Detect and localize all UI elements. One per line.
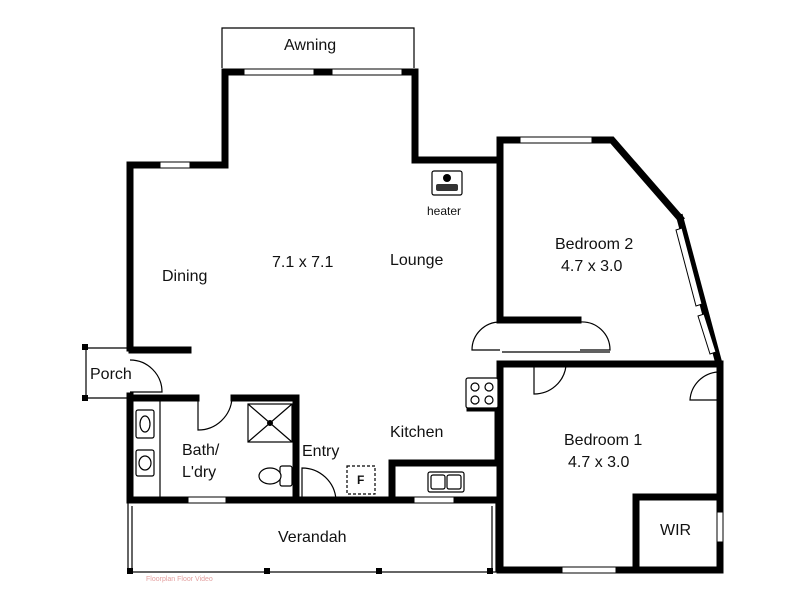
verandah-label: Verandah — [278, 529, 347, 546]
awning-structure — [221, 27, 415, 68]
bath-label-line1: Bath/ — [182, 442, 220, 459]
sink-icon — [427, 471, 465, 493]
exterior-walls — [126, 68, 724, 574]
fridge-label: F — [357, 473, 365, 487]
interior-walls — [128, 156, 722, 572]
bedroom2-label: Bedroom 2 — [555, 236, 634, 253]
fridge-icon — [346, 465, 376, 495]
awning-label: Awning — [284, 37, 337, 54]
bedroom2-size-label: 4.7 x 3.0 — [561, 258, 623, 275]
lounge-label: Lounge — [390, 252, 444, 269]
heater-label: heater — [427, 204, 462, 218]
kitchen-label: Kitchen — [390, 424, 444, 441]
entry-label: Entry — [302, 443, 340, 460]
porch-structure — [82, 344, 130, 401]
windows — [159, 68, 724, 574]
heater-icon — [431, 170, 463, 196]
stove-icon — [465, 377, 499, 409]
bedroom1-label: Bedroom 1 — [564, 432, 643, 449]
porch-label: Porch — [90, 366, 132, 383]
shower-icon — [247, 403, 293, 443]
toilet-icon — [258, 465, 293, 487]
doors — [129, 321, 719, 501]
dining-label: Dining — [162, 268, 208, 285]
bath-label-line2: L'dry — [182, 464, 217, 481]
watermark: Floorplan Floor Video — [146, 576, 213, 583]
bedroom1-size-label: 4.7 x 3.0 — [568, 454, 630, 471]
wir-label: WIR — [660, 522, 692, 539]
basin-icon — [135, 409, 155, 477]
main-size-label: 7.1 x 7.1 — [272, 254, 334, 271]
